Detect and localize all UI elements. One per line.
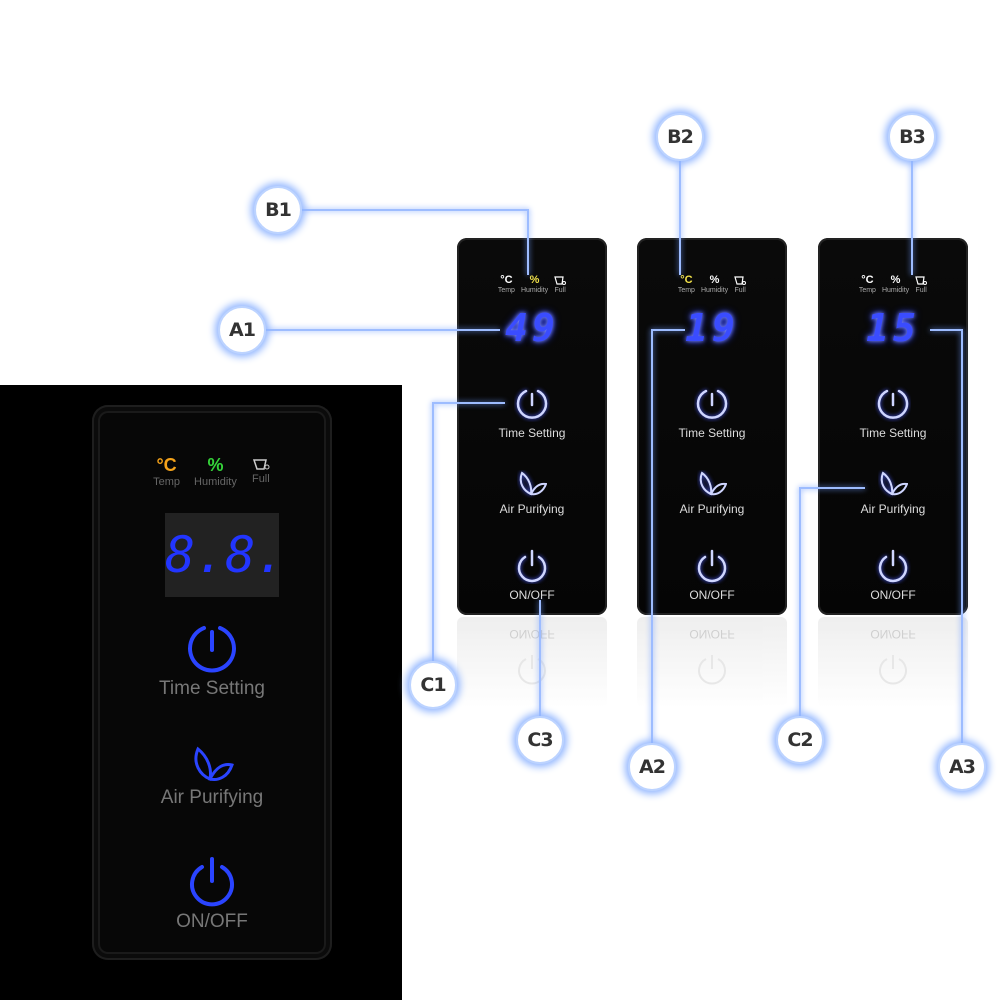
time-setting-button[interactable]: Time Setting [637, 386, 787, 440]
power-icon [190, 857, 234, 907]
full-label: Full [554, 287, 566, 294]
time-setting-label: Time Setting [678, 426, 746, 440]
air-purifying-label: Air Purifying [860, 502, 926, 516]
power-icon [878, 549, 908, 583]
water-tank-full-icon [554, 276, 567, 285]
time-setting-label: Time Setting [498, 426, 566, 440]
callout-b3: B3 [888, 113, 936, 161]
air-purifying-label: Air Purifying [160, 787, 264, 808]
air-purifying-button[interactable]: Air Purifying [92, 745, 332, 809]
on-off-button[interactable]: ON/OFF [457, 548, 607, 602]
leaf-icon [519, 471, 547, 496]
full-indicator: Full [251, 455, 271, 488]
temp-label: Temp [497, 287, 515, 294]
temp-label: Temp [677, 287, 695, 294]
temp-label: Temp [153, 476, 181, 488]
callout-c2: C2 [776, 716, 824, 764]
on-off-button[interactable]: ON/OFF [818, 548, 968, 602]
time-setting-button[interactable]: Time Setting [92, 620, 332, 700]
humidity-indicator: %Humidity [701, 274, 728, 294]
panel-reflection: ON/OFF [818, 617, 968, 707]
on-off-label: ON/OFF [689, 588, 735, 602]
air-purifying-button[interactable]: Air Purifying [637, 470, 787, 516]
temp-symbol: °C [156, 455, 177, 475]
time-setting-label: Time Setting [159, 678, 265, 699]
water-tank-full-icon [915, 276, 928, 285]
callout-a3: A3 [938, 743, 986, 791]
air-purifying-button[interactable]: Air Purifying [818, 470, 968, 516]
humidity-symbol: % [709, 274, 720, 286]
humidity-symbol: % [890, 274, 901, 286]
humidity-label: Humidity [700, 287, 729, 294]
callout-a2: A2 [628, 743, 676, 791]
display-digits: 49 [505, 306, 559, 350]
on-off-label: ON/OFF [176, 911, 248, 932]
time-setting-button[interactable]: Time Setting [818, 386, 968, 440]
water-tank-full-icon [734, 276, 747, 285]
leaf-icon [699, 471, 727, 496]
on-off-button[interactable]: ON/OFF [637, 548, 787, 602]
timer-icon [877, 389, 909, 419]
timer-icon [188, 626, 236, 673]
temp-symbol: °C [500, 274, 513, 286]
display-digits: 15 [866, 306, 920, 350]
on-off-label: ON/OFF [509, 588, 555, 602]
full-indicator: Full [554, 274, 567, 294]
display-digits: 8.8. [165, 526, 286, 584]
humidity-symbol: % [529, 274, 540, 286]
power-icon [518, 655, 546, 685]
full-label: Full [251, 473, 270, 485]
full-indicator: Full [915, 274, 928, 294]
water-tank-full-icon [252, 459, 270, 470]
temp-symbol: °C [861, 274, 874, 286]
callout-b1: B1 [254, 186, 302, 234]
display-digits: 19 [685, 306, 739, 350]
time-setting-button[interactable]: Time Setting [457, 386, 607, 440]
timer-icon [696, 389, 728, 419]
humidity-label: Humidity [520, 287, 549, 294]
air-purifying-label: Air Purifying [679, 502, 745, 516]
on-off-label: ON/OFF [870, 588, 916, 602]
air-purifying-button[interactable]: Air Purifying [457, 470, 607, 516]
humidity-indicator: %Humidity [194, 455, 237, 488]
on-off-button[interactable]: ON/OFF [92, 853, 332, 933]
temp-label: Temp [858, 287, 876, 294]
lcd-display: 8.8. [165, 513, 286, 597]
leaf-icon [880, 471, 908, 496]
humidity-indicator: %Humidity [521, 274, 548, 294]
humidity-symbol: % [207, 455, 224, 475]
full-label: Full [734, 287, 746, 294]
panel-reflection: ON/OFF [637, 617, 787, 707]
humidity-label: Humidity [194, 476, 237, 488]
callout-c1: C1 [409, 661, 457, 709]
callout-c3: C3 [516, 716, 564, 764]
leaf-icon [194, 746, 234, 782]
power-icon [517, 549, 547, 583]
time-setting-label: Time Setting [859, 426, 927, 440]
humidity-indicator: %Humidity [882, 274, 909, 294]
temp-symbol: °C [680, 274, 693, 286]
timer-icon [516, 389, 548, 419]
air-purifying-label: Air Purifying [499, 502, 565, 516]
power-icon [698, 655, 726, 685]
callout-b2: B2 [656, 113, 704, 161]
humidity-label: Humidity [881, 287, 910, 294]
full-label: Full [915, 287, 927, 294]
full-indicator: Full [734, 274, 747, 294]
power-icon [697, 549, 727, 583]
power-icon [879, 655, 907, 685]
callout-a1: A1 [218, 306, 266, 354]
panel-reflection: ON/OFF [457, 617, 607, 707]
